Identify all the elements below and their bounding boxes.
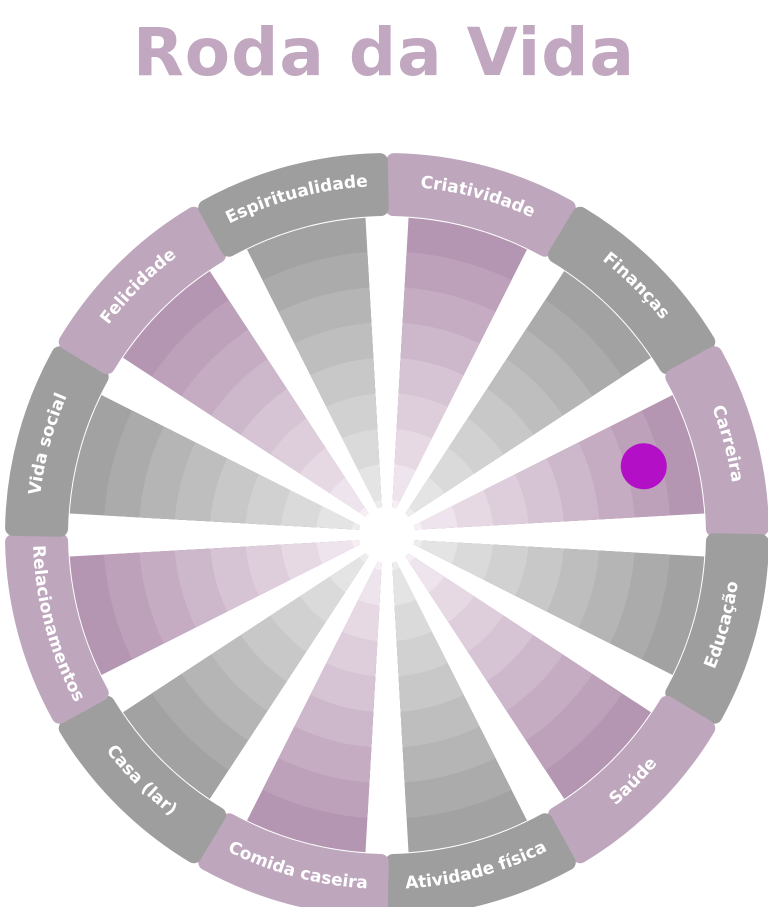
- page-title: Roda da Vida: [132, 14, 635, 91]
- label-band: [547, 695, 716, 864]
- label-band: [385, 153, 576, 257]
- label-ring: [5, 153, 768, 907]
- level-ring: [280, 428, 373, 521]
- label-band: [5, 533, 109, 724]
- label-band: [198, 813, 389, 907]
- level-ring: [316, 464, 373, 521]
- wheel-segments: [69, 217, 705, 853]
- label-band: [665, 346, 768, 537]
- score-markers: [620, 443, 667, 490]
- wheel-hub: [359, 507, 415, 563]
- label-band: [547, 206, 716, 375]
- level-ring: [401, 549, 494, 642]
- level-ring: [280, 549, 373, 642]
- label-band: [198, 153, 389, 257]
- level-ring: [401, 464, 458, 521]
- label-band: [385, 813, 576, 907]
- label-band: [58, 206, 227, 375]
- score-marker[interactable]: [620, 443, 667, 490]
- label-band: [5, 346, 109, 537]
- level-ring: [401, 549, 458, 606]
- label-band: [58, 695, 227, 864]
- level-ring: [316, 549, 373, 606]
- label-band: [665, 533, 768, 724]
- level-ring: [401, 428, 494, 521]
